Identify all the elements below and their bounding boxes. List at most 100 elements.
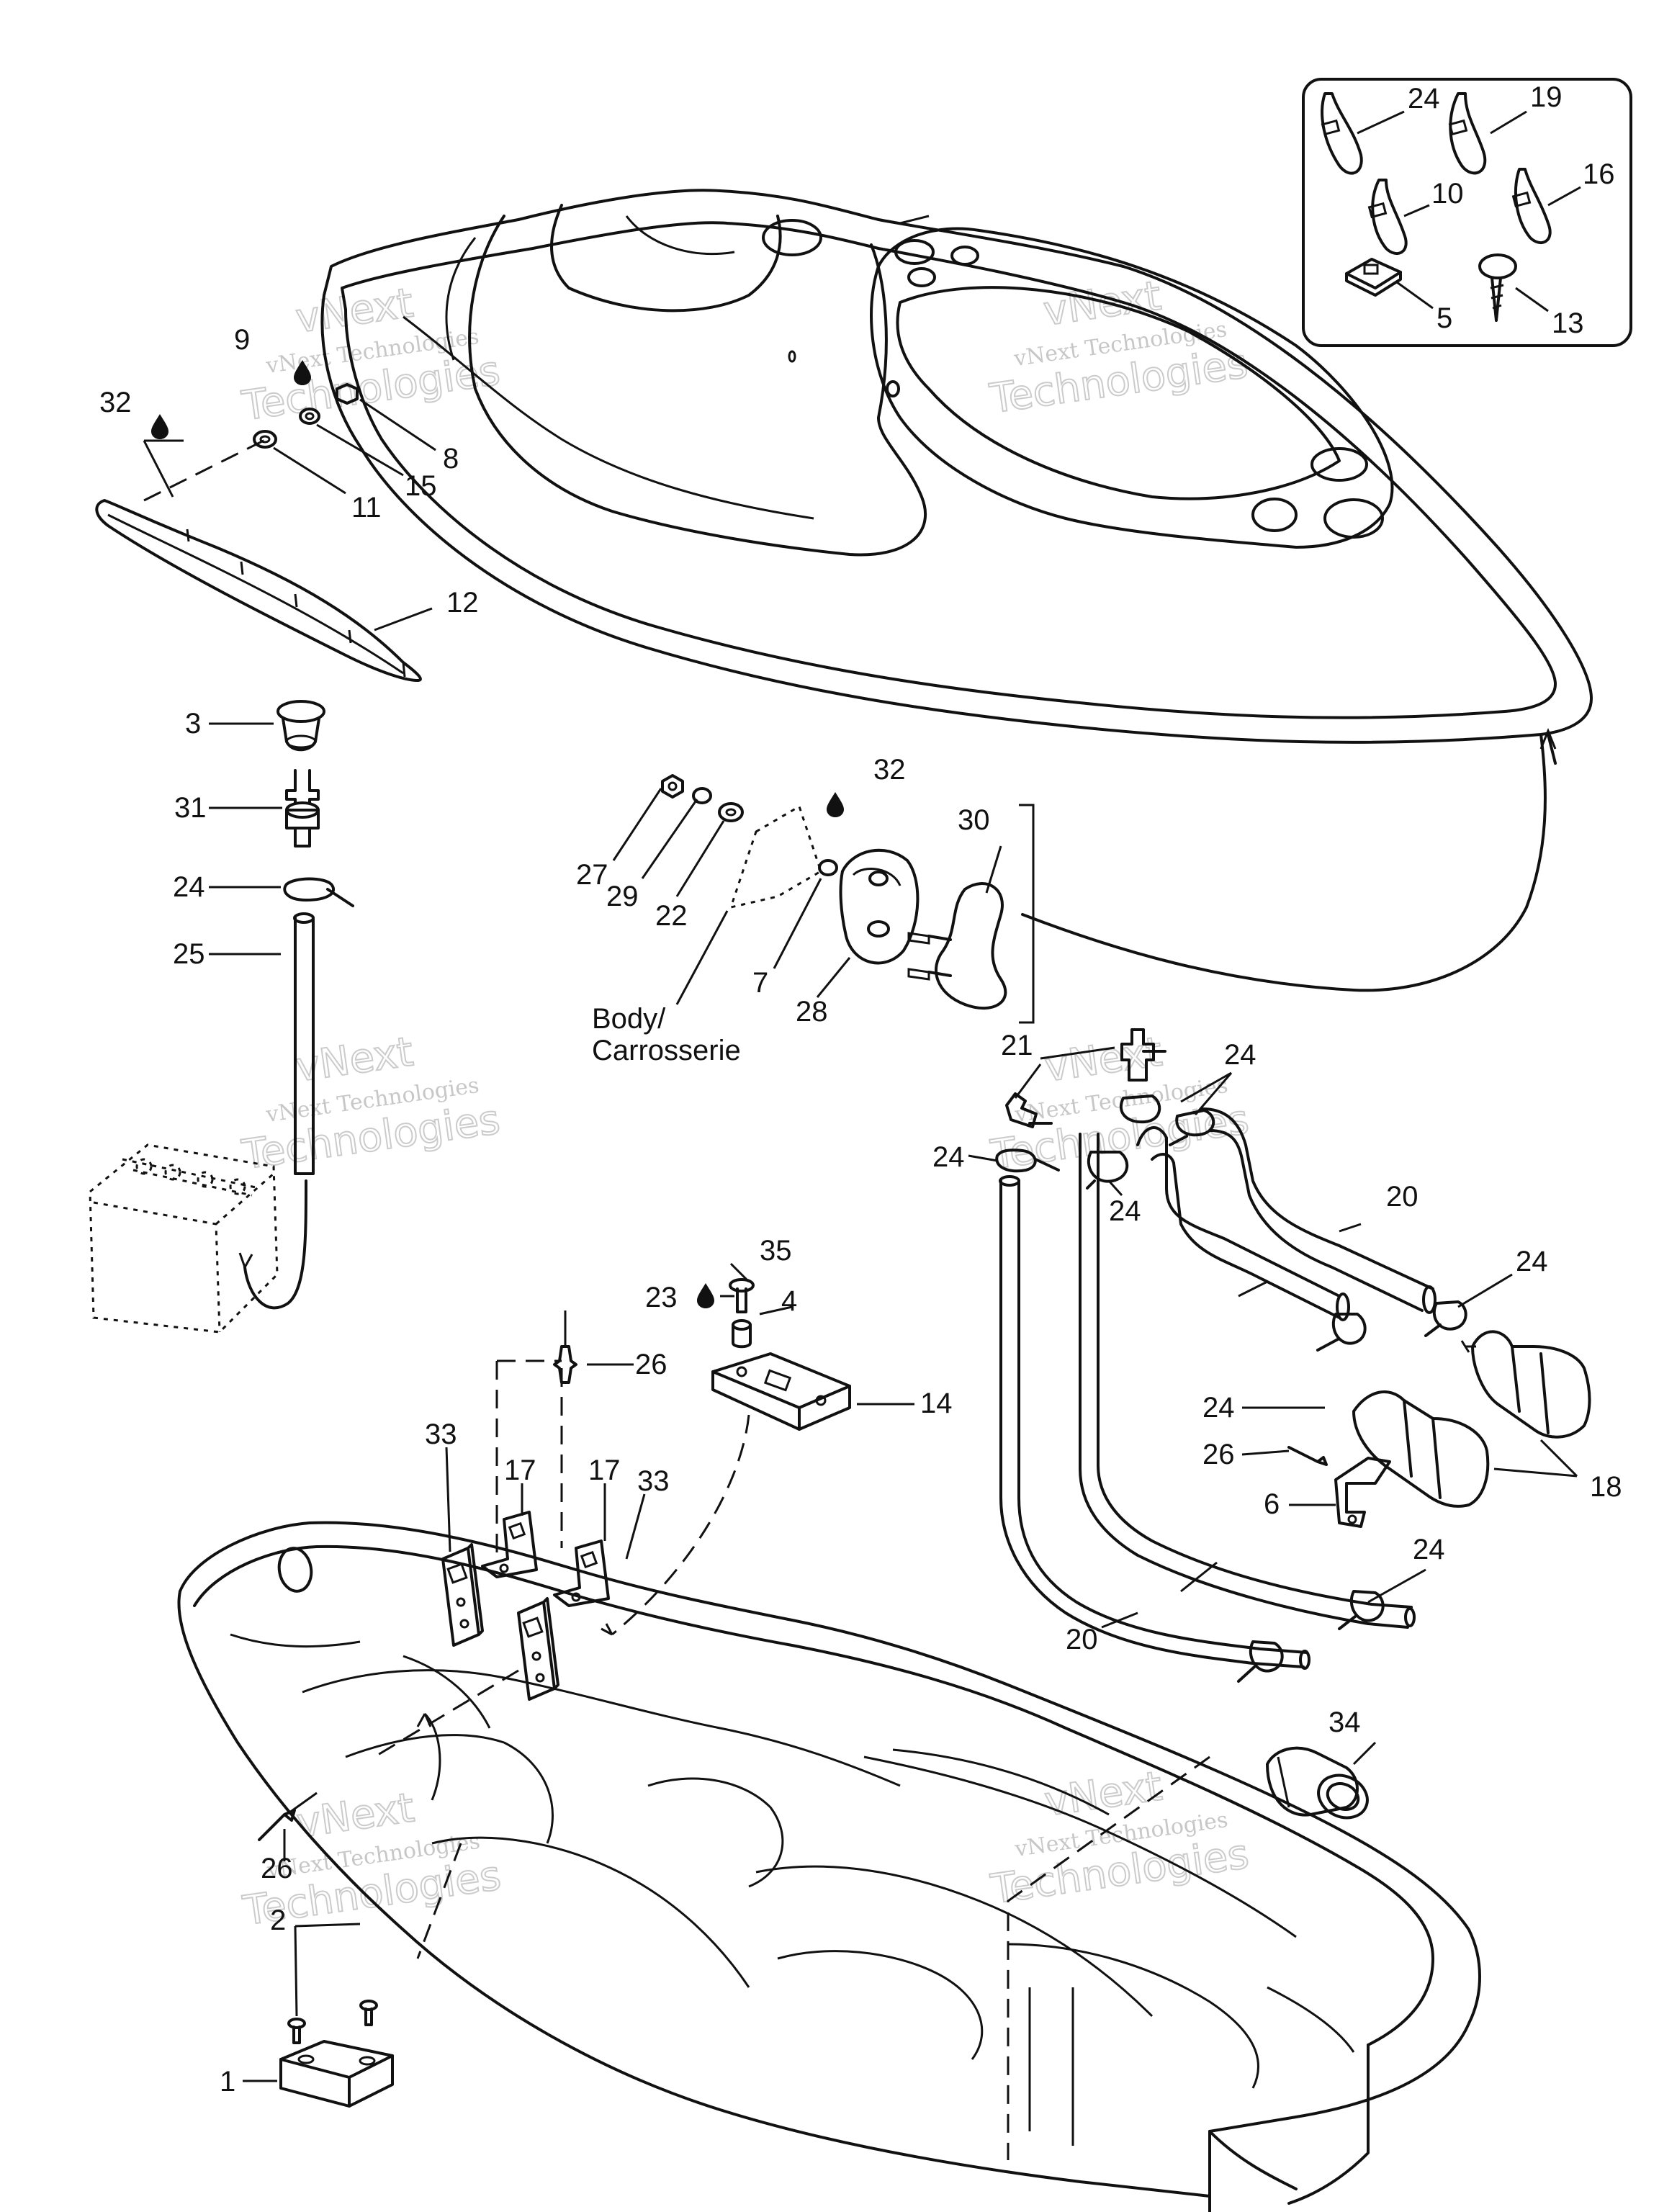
- body-label-line1: Body/: [592, 1003, 666, 1035]
- callout-23: 23: [645, 1282, 678, 1313]
- tie-wraps-part-24-hoses: [995, 1094, 1467, 1683]
- dashed-reference-lines-hull: [374, 1359, 1210, 2160]
- bracket-part-33-b: [517, 1597, 559, 1701]
- bracket-part-17-a: [481, 1511, 538, 1578]
- nut-part-8: [336, 383, 359, 405]
- bracket-part-33-a: [441, 1543, 484, 1647]
- callout-30: 30: [958, 804, 990, 836]
- callout-8: 8: [443, 443, 459, 475]
- adhesive-drop-icon: [294, 360, 311, 385]
- callout-17-left: 17: [504, 1455, 536, 1486]
- callout-16: 16: [1583, 158, 1615, 190]
- svg-text:vNext: vNext: [1040, 272, 1164, 335]
- adhesive-drop-icon: [151, 414, 168, 439]
- bracket-part-17-b: [553, 1539, 610, 1607]
- svg-text:vNext: vNext: [293, 279, 416, 342]
- callout-17-right: 17: [588, 1455, 621, 1486]
- body-leader-line: [675, 910, 729, 1005]
- callout-24-mid: 24: [1109, 1195, 1141, 1227]
- grommet-part-3: [276, 700, 325, 752]
- callout-24: 24: [1408, 83, 1440, 114]
- callout-28: 28: [796, 996, 828, 1028]
- tie-wrap-part-19: [1448, 92, 1487, 175]
- tie-wrap-part-24: [1321, 92, 1363, 175]
- washer-part-29: [692, 787, 712, 804]
- callout-24-left: 24: [932, 1141, 965, 1173]
- rivet-part-26-bracket: [1287, 1446, 1328, 1466]
- callout-21: 21: [1001, 1030, 1033, 1061]
- callout-5: 5: [1437, 302, 1452, 334]
- callout-33-right: 33: [637, 1465, 670, 1497]
- body-label-line2: Carrosserie: [592, 1035, 741, 1066]
- callout-24-fitting: 24: [1224, 1039, 1256, 1071]
- callout-11: 11: [351, 492, 382, 523]
- callout-24-right: 24: [1516, 1246, 1548, 1277]
- callout-34: 34: [1328, 1707, 1361, 1738]
- callout-7: 7: [752, 967, 768, 999]
- callout-31: 31: [174, 792, 207, 824]
- washer-part-15: [299, 408, 320, 425]
- adhesive-drop-icon: [827, 792, 844, 817]
- hose-part-20-b: [1136, 1107, 1437, 1321]
- tie-wrap-part-16: [1511, 168, 1552, 245]
- callout-13: 13: [1552, 307, 1584, 339]
- callout-18: 18: [1590, 1471, 1622, 1503]
- callout-3: 3: [185, 708, 201, 739]
- fastener-kit-box: [1302, 78, 1632, 347]
- leader-lines: [209, 110, 1581, 2082]
- adhesive-drop-icon: [697, 1283, 714, 1308]
- nut-part-27: [661, 774, 684, 799]
- callout-22: 22: [655, 900, 688, 932]
- battery-reference: [89, 1143, 279, 1334]
- callout-12: 12: [446, 587, 479, 619]
- spacer-part-4: [732, 1319, 752, 1349]
- callout-24-lower: 24: [1413, 1534, 1445, 1565]
- callout-29: 29: [606, 881, 639, 912]
- callout-27: 27: [576, 859, 608, 891]
- side-rail-part-12: [95, 434, 422, 682]
- callout-26-top: 26: [635, 1349, 667, 1380]
- callout-25: 25: [173, 938, 205, 970]
- screw-part-13: [1478, 253, 1517, 322]
- screw-part-35: [729, 1278, 755, 1313]
- callout-33-left: 33: [425, 1419, 457, 1450]
- callout-9: 9: [234, 324, 250, 356]
- deck-arrow: [1539, 727, 1557, 750]
- callout-10: 10: [1431, 178, 1464, 210]
- tie-wrap-part-10: [1367, 179, 1408, 256]
- watermark-6: vNext vNext Technologies Technologies: [987, 1762, 1252, 1914]
- mirror-mount-part-28: [839, 848, 920, 965]
- rivet-part-2-a: [287, 2018, 306, 2044]
- pad-part-14: [711, 1352, 851, 1431]
- rivet-part-26-top: [553, 1310, 577, 1384]
- callout-24-vent: 24: [173, 871, 205, 903]
- part-labels: 24 19 10 16 5 13 9 32 8 15 11 12 3 31 24…: [99, 81, 1622, 2098]
- callout-1: 1: [220, 2066, 235, 2098]
- callout-32-mirror: 32: [873, 754, 906, 786]
- svg-text:vNext: vNext: [293, 1028, 416, 1091]
- nozzle-part-34: [1266, 1746, 1369, 1820]
- rivet-part-2-b: [359, 2000, 378, 2026]
- callout-20-bottom: 20: [1066, 1624, 1098, 1655]
- callout-4: 4: [781, 1285, 797, 1317]
- bracket-part-6: [1334, 1457, 1391, 1528]
- callout-35: 35: [760, 1235, 792, 1267]
- callout-24-pickup: 24: [1202, 1392, 1235, 1424]
- callout-14: 14: [920, 1388, 953, 1419]
- tie-wrap-part-24-vent: [283, 877, 354, 907]
- washer-part-22: [718, 802, 744, 822]
- callout-26-hull: 26: [261, 1853, 293, 1884]
- vent-tube-part-25: [238, 912, 315, 1310]
- callout-20-top: 20: [1386, 1181, 1419, 1213]
- washer-part-11: [253, 430, 277, 449]
- callout-26-bracket: 26: [1202, 1439, 1235, 1470]
- watermark-3: vNext vNext Technologies Technologies: [238, 1028, 503, 1179]
- body-reference-panel: [729, 804, 822, 909]
- block-part-1: [279, 2040, 394, 2108]
- callout-15: 15: [405, 470, 437, 502]
- lower-hull: [177, 1521, 1481, 2212]
- callout-32: 32: [99, 387, 132, 418]
- rivet-part-26-hull: [258, 1791, 318, 1841]
- callout-6: 6: [1264, 1488, 1280, 1520]
